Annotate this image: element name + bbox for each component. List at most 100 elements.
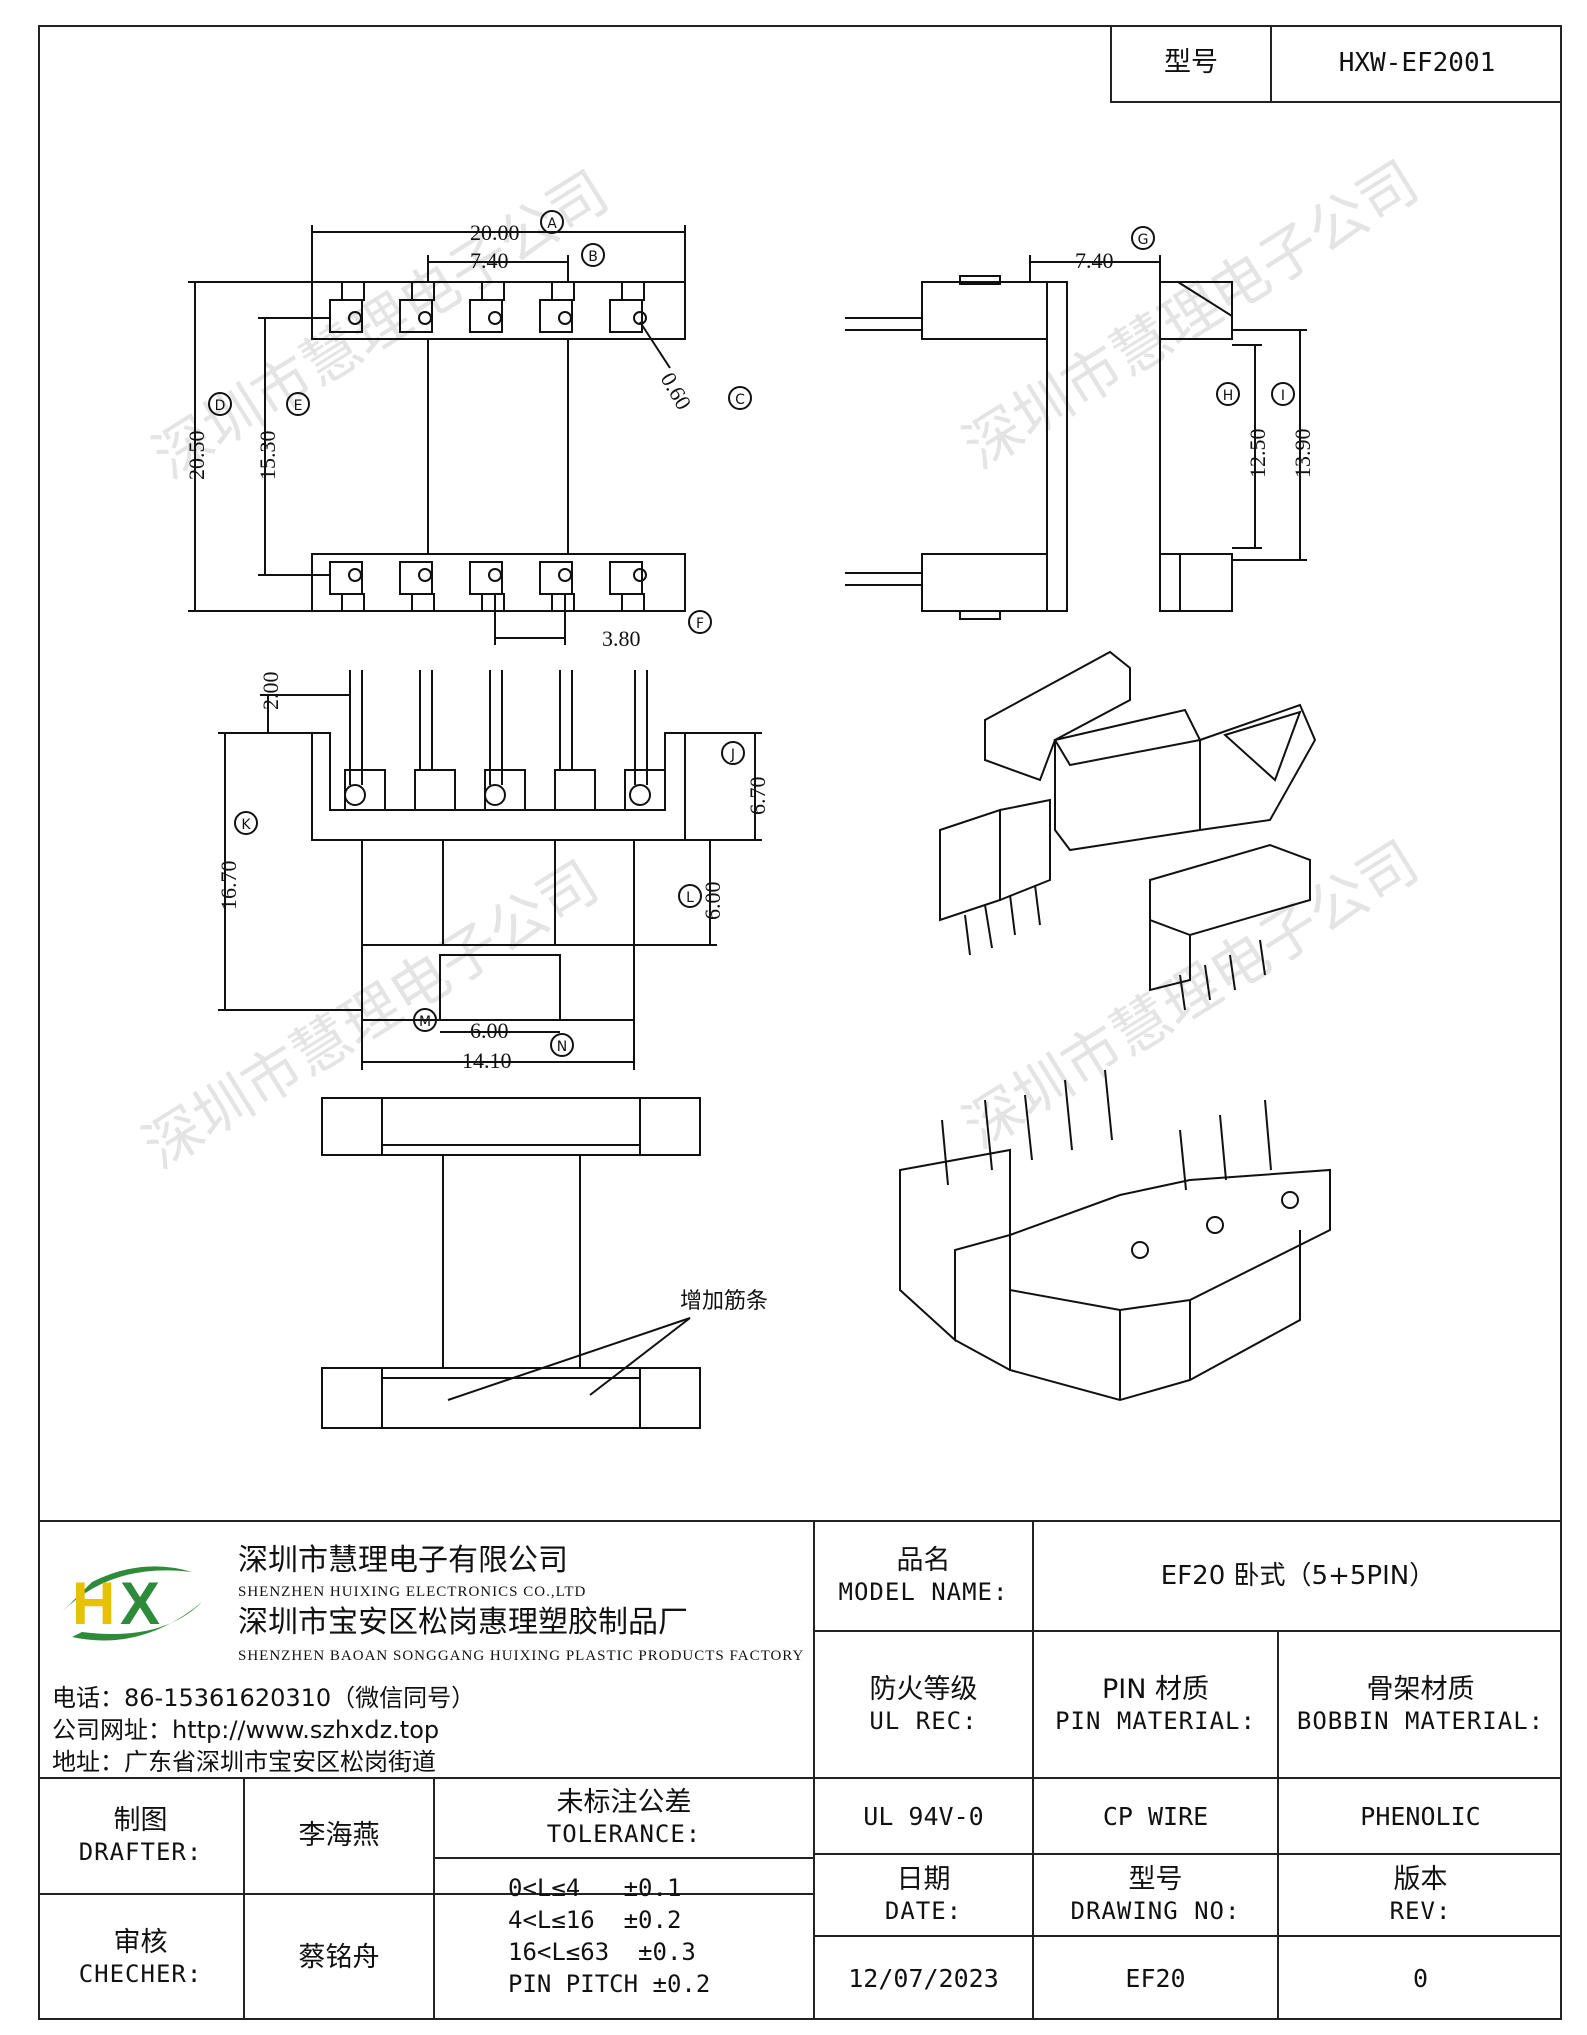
dim-width-total: 20.00 <box>470 220 520 245</box>
reference-marker-label: N <box>557 1039 567 1055</box>
reference-marker-label: H <box>1223 388 1234 404</box>
bobbin-material-value: PHENOLIC <box>1360 1801 1481 1831</box>
note-rib: 增加筋条 <box>680 1289 768 1314</box>
rev-value: 0 <box>1412 1964 1429 1993</box>
pin-material-header: PIN 材质 PIN MATERIAL: <box>1034 1632 1277 1777</box>
tolerance-header: 未标注公差 TOLERANCE: <box>435 1779 813 1857</box>
side-view <box>845 255 1307 620</box>
reference-marker-label: A <box>547 216 557 232</box>
company-website[interactable]: 公司网址：http://www.szhxdz.top <box>52 1716 440 1744</box>
watermark-text: 深圳市慧理电子公司 <box>141 158 620 492</box>
dim-front-width: 14.10 <box>462 1048 512 1073</box>
reference-marker-label: G <box>1138 232 1149 248</box>
company-address: 地址：广东省深圳市宝安区松岗街道 <box>52 1748 436 1776</box>
dim-height-total: 20.50 <box>184 431 209 481</box>
rev-en: REV: <box>1389 1897 1452 1925</box>
title-block: H X 深圳市慧理电子有限公司 SHENZHEN HUIXING ELECTRO… <box>38 1520 1562 2020</box>
tolerance-cn: 未标注公差 <box>556 1787 692 1818</box>
tolerance-line: 16<L≤63 ±0.3 <box>508 1938 696 1966</box>
tolerance-en: TOLERANCE: <box>546 1820 702 1848</box>
date-header: 日期 DATE: <box>815 1855 1032 1935</box>
dim-front-height: 16.70 <box>216 861 241 911</box>
header-model-box: 型号 HXW-EF2001 <box>1110 25 1562 103</box>
logo-letter-x: X <box>120 1570 160 1637</box>
model-name-value: EF20 卧式（5+5PIN） <box>1160 1561 1436 1591</box>
tolerance-table: 0<L≤4 ±0.1 4<L≤16 ±0.2 16<L≤63 ±0.3 PIN … <box>508 1872 808 2000</box>
watermark-text: 深圳市慧理电子公司 <box>131 848 610 1182</box>
drawing-frame <box>38 25 1562 2020</box>
ul-rec-en: UL REC: <box>869 1706 978 1735</box>
checker-en: CHECHER: <box>78 1959 203 1988</box>
checker-header: 审核 CHECHER: <box>38 1895 243 2020</box>
reference-marker-label: J <box>730 747 735 763</box>
tolerance-line: PIN PITCH ±0.2 <box>508 1970 711 1998</box>
ul-rec-header: 防火等级 UL REC: <box>815 1632 1032 1777</box>
dim-inner-height: 15.30 <box>255 431 280 481</box>
dim-side-pitch: 7.40 <box>1075 248 1114 273</box>
bobbin-material-en: BOBBIN MATERIAL: <box>1296 1706 1545 1735</box>
tolerance-line: 0<L≤4 ±0.1 <box>508 1874 682 1902</box>
dim-pitch-top: 7.40 <box>470 248 509 273</box>
watermark-text: 深圳市慧理电子公司 <box>951 828 1430 1162</box>
dim-core: 6.00 <box>700 882 725 921</box>
dim-pin-len: 2.00 <box>258 672 283 711</box>
drafter-cn: 制图 <box>113 1805 168 1836</box>
drafter-en: DRAFTER: <box>78 1838 203 1866</box>
company-phone: 电话：86-15361620310（微信同号） <box>52 1684 476 1712</box>
checker-value: 蔡铭舟 <box>298 1941 380 1973</box>
reference-marker-label: L <box>686 890 694 906</box>
drawing-no-header: 型号 DRAWING NO: <box>1034 1855 1277 1935</box>
reference-marker-label: K <box>241 817 251 833</box>
reference-marker-label: B <box>588 249 598 265</box>
reference-marker-label: F <box>696 616 704 632</box>
ul-rec-value: UL 94V-0 <box>863 1801 984 1831</box>
tolerance-line: 4<L≤16 ±0.2 <box>508 1906 682 1934</box>
company-name-en: SHENZHEN HUIXING ELECTRONICS CO.,LTD <box>238 1584 587 1600</box>
company-name-cn: 深圳市慧理电子有限公司 <box>238 1543 568 1578</box>
technical-drawing: 深圳市慧理电子公司 深圳市慧理电子公司 深圳市慧理电子公司 深圳市慧理电子公司 <box>131 148 1430 1429</box>
watermark: 深圳市慧理电子公司 深圳市慧理电子公司 深圳市慧理电子公司 深圳市慧理电子公司 <box>131 148 1430 1182</box>
dim-flange: 6.70 <box>745 777 770 816</box>
front-view <box>218 670 762 1070</box>
pin-material-en: PIN MATERIAL: <box>1055 1706 1256 1735</box>
drawing-no-cn: 型号 <box>1128 1864 1183 1895</box>
header-model-label: 型号 <box>1112 25 1272 101</box>
rev-header: 版本 REV: <box>1279 1855 1562 1935</box>
model-name-en: MODEL NAME: <box>838 1578 1009 1606</box>
dim-pin-dia: 0.60 <box>656 368 697 414</box>
model-name-header: 品名 MODEL NAME: <box>815 1522 1032 1630</box>
header-model-value: HXW-EF2001 <box>1338 48 1496 78</box>
date-en: DATE: <box>884 1897 963 1925</box>
bobbin-material-header: 骨架材质 BOBBIN MATERIAL: <box>1279 1632 1562 1777</box>
factory-name-cn: 深圳市宝安区松岗惠理塑胶制品厂 <box>238 1605 688 1640</box>
watermark-text: 深圳市慧理电子公司 <box>951 148 1430 482</box>
checker-cn: 审核 <box>113 1926 168 1958</box>
bobbin-material-cn: 骨架材质 <box>1366 1673 1475 1705</box>
company-logo: H X <box>62 1566 202 1641</box>
factory-name-en: SHENZHEN BAOAN SONGGANG HUIXING PLASTIC … <box>238 1648 805 1664</box>
reference-marker-label: I <box>1281 388 1285 404</box>
drawing-no-en: DRAWING NO: <box>1070 1897 1241 1925</box>
dim-pin-pitch: 3.80 <box>602 626 641 651</box>
pin-material-cn: PIN 材质 <box>1101 1673 1210 1705</box>
date-value: 12/07/2023 <box>848 1964 999 1993</box>
dimension-labels: 20.00 7.40 0.60 20.50 15.30 3.80 7.40 12… <box>184 220 1315 1314</box>
reference-marker-label: C <box>735 392 745 408</box>
reference-marker-label: D <box>215 398 226 414</box>
drafter-value: 李海燕 <box>298 1820 380 1851</box>
pin-material-value: CP WIRE <box>1102 1801 1209 1831</box>
isometric-view-1 <box>939 650 1317 1011</box>
reference-markers: A B C D E F G H I J K L M N <box>208 210 1295 1057</box>
reference-marker-label: M <box>419 1014 431 1030</box>
rev-cn: 版本 <box>1393 1864 1448 1895</box>
ul-rec-cn: 防火等级 <box>869 1673 978 1705</box>
model-name-cn: 品名 <box>896 1545 951 1576</box>
reference-marker-label: E <box>294 398 303 414</box>
date-cn: 日期 <box>896 1864 951 1895</box>
dim-side-inner: 12.50 <box>1245 429 1270 479</box>
dim-core-width: 6.00 <box>470 1018 509 1043</box>
logo-letter-h: H <box>72 1570 115 1637</box>
drafter-header: 制图 DRAFTER: <box>38 1779 243 1893</box>
isometric-view-2 <box>899 1069 1331 1402</box>
bottom-view <box>321 1097 701 1429</box>
